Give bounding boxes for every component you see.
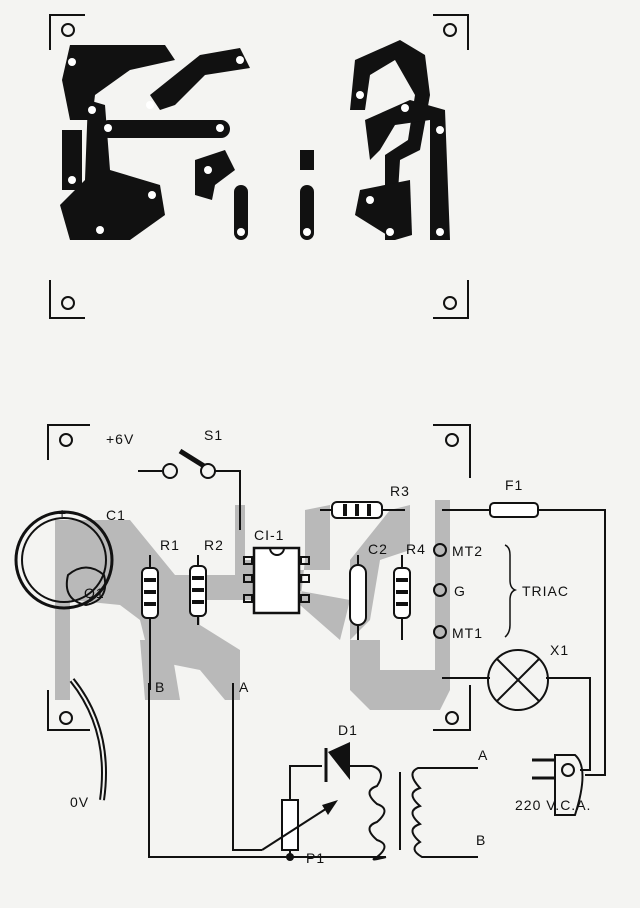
triac-connections: MT2 G MT1 TRIAC	[433, 543, 569, 641]
label-f1: F1	[505, 477, 523, 493]
capacitor-c1: + C1	[14, 505, 126, 610]
mains-plug: 220 V.C.A.	[515, 754, 591, 816]
copper-pads	[68, 56, 444, 236]
resistor-r3: R3	[320, 483, 410, 519]
label-r4: R4	[406, 541, 426, 557]
copper-shadow-traces	[55, 500, 450, 710]
label-220vca: 220 V.C.A.	[515, 797, 591, 813]
control-circuit: B A D1 P1 A B	[148, 679, 488, 866]
label-mt1: MT1	[452, 625, 483, 641]
fuse-f1: F1	[442, 477, 606, 776]
label-triac: TRIAC	[522, 583, 569, 599]
c1-plus-sign: +	[58, 505, 67, 521]
label-plus6v: +6V	[106, 431, 134, 447]
label-b-pcb: B	[155, 679, 165, 695]
label-c2: C2	[368, 541, 388, 557]
pcb-copper-layout	[49, 14, 469, 319]
lamp-x1: X1	[442, 642, 591, 771]
label-g: G	[454, 583, 466, 599]
label-a-pcb: A	[239, 679, 249, 695]
switch-s1: +6V S1	[106, 427, 241, 530]
label-p1: P1	[306, 850, 325, 866]
label-x1: X1	[550, 642, 569, 658]
label-mt2: MT2	[452, 543, 483, 559]
transistor-q1: Q1	[65, 566, 107, 607]
ic-ci1: CI-1	[243, 527, 310, 615]
ground-wire: 0V	[69, 678, 107, 810]
label-r1: R1	[160, 537, 180, 553]
corner-marks-top	[49, 14, 469, 319]
label-r3: R3	[390, 483, 410, 499]
label-s1: S1	[204, 427, 223, 443]
label-q1: Q1	[84, 585, 105, 601]
label-d1: D1	[338, 722, 358, 738]
capacitor-c2: C2	[349, 541, 388, 640]
label-c1: C1	[106, 507, 126, 523]
resistor-r2: R2	[189, 537, 224, 625]
label-b-transformer: B	[476, 832, 486, 848]
resistor-r4: R4	[393, 541, 426, 640]
corner-marks-bottom	[47, 424, 471, 731]
copper-traces	[60, 40, 450, 240]
label-0v: 0V	[70, 794, 89, 810]
resistor-r1: R1	[141, 537, 180, 690]
label-ci1: CI-1	[254, 527, 284, 543]
label-r2: R2	[204, 537, 224, 553]
label-a-transformer: A	[478, 747, 488, 763]
component-layout: + C1 Q1 R1 R2 CI-1	[14, 424, 606, 866]
